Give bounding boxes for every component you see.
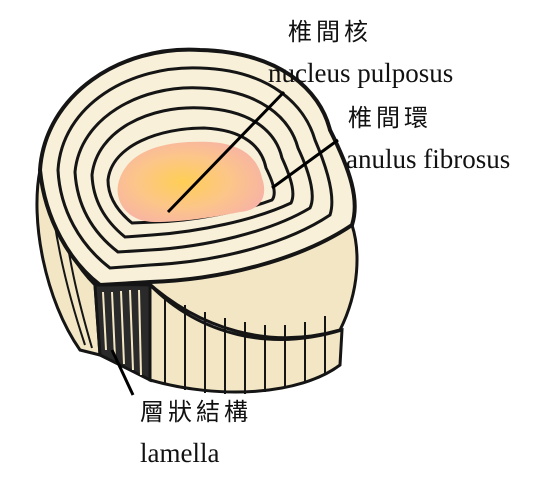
anulus-label-en: anulus fibrosus (346, 146, 510, 173)
nucleus-label-ja: 椎間核 (288, 20, 372, 44)
nucleus-label-en: nucleus pulposus (268, 60, 453, 87)
anulus-label-ja: 椎間環 (348, 106, 432, 130)
lamella-label-en: lamella (140, 440, 219, 467)
lamella-cut-section (95, 285, 150, 380)
lamella-label-ja: 層狀結構 (140, 400, 252, 424)
